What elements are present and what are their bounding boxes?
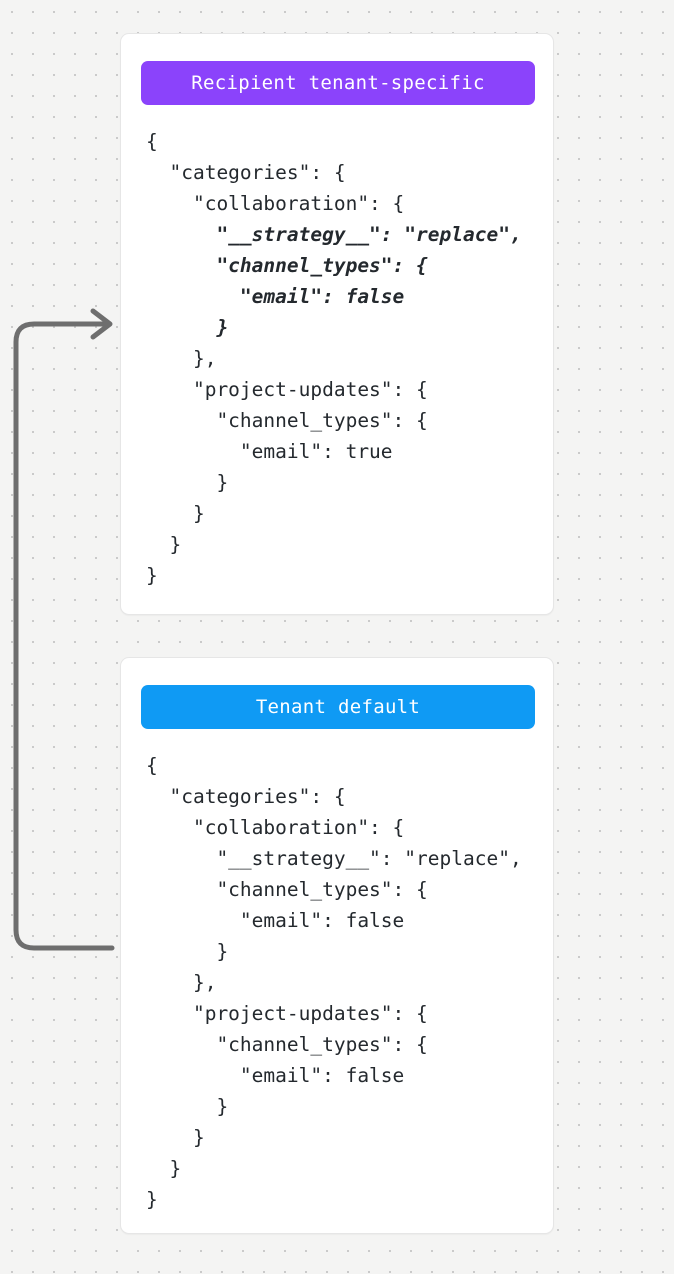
code-line: "email": false (146, 1064, 405, 1087)
code-line: "channel_types": { (146, 254, 428, 277)
fallback-arrow-path (13, 321, 115, 951)
code-line: }, (146, 347, 217, 370)
code-line: } (146, 564, 158, 587)
code-line: "project-updates": { (146, 1002, 428, 1025)
code-line: "email": false (146, 285, 405, 308)
card-recipient-tenant-specific: Recipient tenant-specific { "categories"… (120, 33, 554, 615)
code-line: { (146, 130, 158, 153)
fallback-arrow (13, 308, 115, 951)
code-line: } (146, 1157, 182, 1180)
code-line: "email": true (146, 440, 393, 463)
code-line: "email": false (146, 909, 405, 932)
code-line: } (146, 533, 182, 556)
code-line: "channel_types": { (146, 409, 428, 432)
code-line: }, (146, 971, 217, 994)
code-line: "channel_types": { (146, 878, 428, 901)
code-line: "categories": { (146, 785, 346, 808)
code-line: } (146, 1188, 158, 1211)
code-line: "categories": { (146, 161, 346, 184)
code-line: "__strategy__": "replace", (146, 847, 522, 870)
code-line: } (146, 1095, 229, 1118)
code-line: "collaboration": { (146, 192, 405, 215)
fallback-arrow-head-icon (90, 308, 113, 340)
code-line: "project-updates": { (146, 378, 428, 401)
code-block-recipient-tenant-specific: { "categories": { "collaboration": { "__… (141, 126, 533, 591)
code-block-tenant-default: { "categories": { "collaboration": { "__… (141, 750, 533, 1215)
code-line: } (146, 502, 205, 525)
badge-recipient-tenant-specific: Recipient tenant-specific (141, 61, 535, 105)
code-line: { (146, 754, 158, 777)
code-line: } (146, 1126, 205, 1149)
badge-tenant-default: Tenant default (141, 685, 535, 729)
code-line: "__strategy__": "replace", (146, 223, 522, 246)
card-tenant-default: Tenant default { "categories": { "collab… (120, 657, 554, 1234)
code-line: } (146, 471, 229, 494)
code-line: "collaboration": { (146, 816, 405, 839)
code-line: } (146, 940, 229, 963)
code-line: "channel_types": { (146, 1033, 428, 1056)
code-line: } (146, 316, 229, 339)
